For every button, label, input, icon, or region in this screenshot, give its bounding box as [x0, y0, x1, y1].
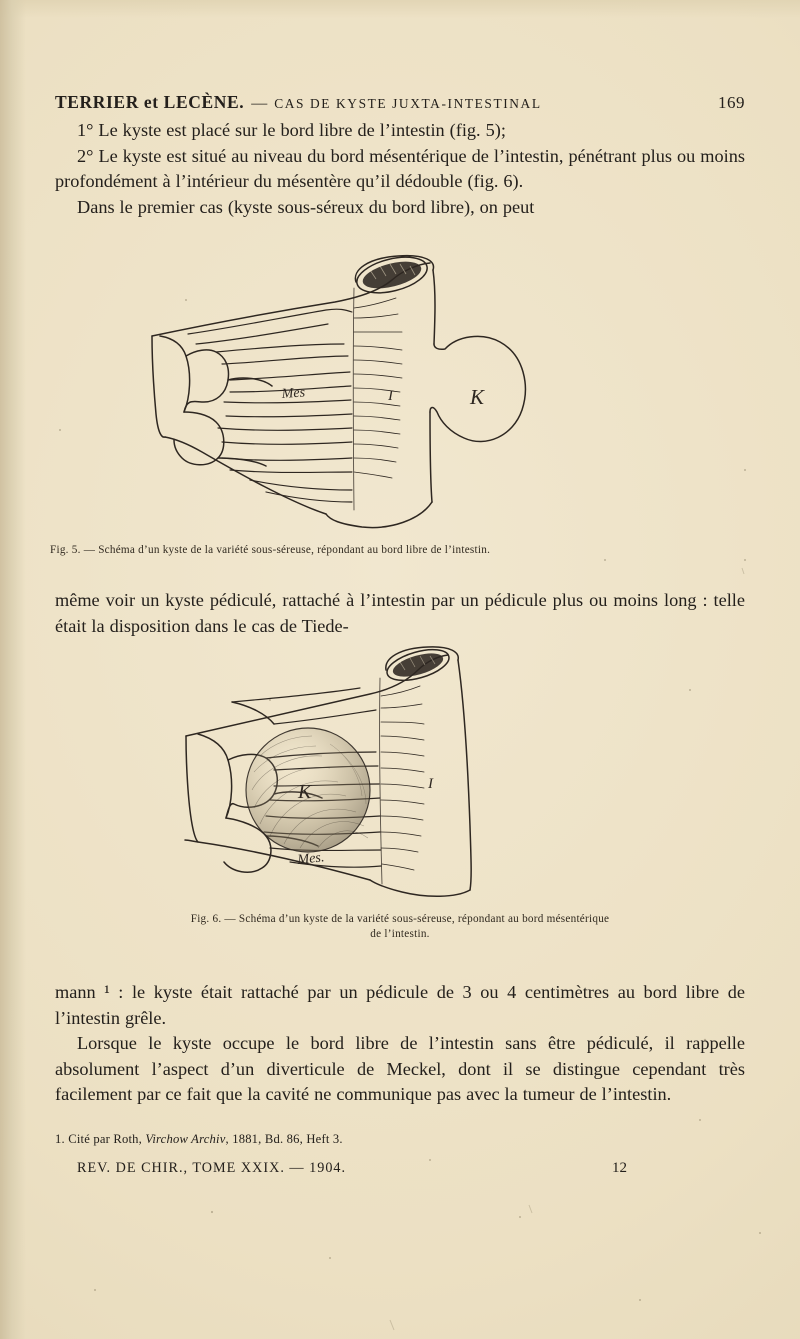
scan-gutter-shadow — [0, 0, 26, 1339]
figure-6-caption-line-1: Fig. 6. — Schéma d’un kyste de la variét… — [190, 913, 610, 925]
body-item-1: 1° Le kyste est placé sur le bord libre … — [77, 120, 506, 140]
body-item-6: Lorsque le kyste occupe le bord libre de… — [55, 1033, 745, 1105]
body-item-2: 2° Le kyste est situé au niveau du bord … — [55, 145, 745, 192]
body-paragraph-block-1: 1° Le kyste est placé sur le bord libre … — [55, 118, 745, 220]
fig6-label-intestine: I — [427, 776, 434, 792]
page-footer: Rev. de chir., tome XXIX. — 1904. 12 — [55, 1160, 767, 1177]
footer-signature-number: 12 — [612, 1160, 627, 1176]
figure-6-caption-line-2: de l’intestin. — [370, 928, 430, 940]
body-item-4: même voir un kyste pédiculé, rattaché à … — [55, 590, 745, 636]
body-paragraph-block-2: même voir un kyste pédiculé, rattaché à … — [55, 588, 745, 639]
footnote-citation-title: Virchow Archiv — [145, 1132, 226, 1146]
intestinal-lumen-fill — [362, 261, 422, 289]
body-item-5: mann ¹ : le kyste était rattaché par un … — [55, 982, 745, 1028]
running-head-title: CAS DE KYSTE JUXTA-INTESTINAL — [274, 96, 542, 111]
running-head: TERRIER et LECÈNE. — CAS DE KYSTE JUXTA-… — [55, 92, 745, 113]
footnote-text-after: , 1881, Bd. 86, Heft 3. — [225, 1132, 343, 1146]
figure-5-illustration: Mes I K — [130, 252, 690, 537]
scan-top-edge-shadow — [0, 0, 800, 18]
intestinal-lumen-fill-6 — [392, 653, 444, 677]
fig5-label-mes: Mes — [280, 385, 306, 402]
fig6-label-cyst: K — [297, 781, 313, 803]
body-item-3: Dans le premier cas (kyste sous-séreux d… — [77, 196, 535, 217]
fig6-label-mes: Mes. — [296, 850, 325, 868]
fig6-cyst-sphere — [245, 727, 371, 853]
footer-journal-line: Rev. de chir., tome XXIX. — 1904. — [77, 1160, 347, 1176]
fig5-label-cyst: K — [469, 385, 485, 409]
running-head-dash: — — [251, 95, 268, 112]
page-number: 169 — [718, 93, 745, 112]
figure-6-caption: Fig. 6. — Schéma d’un kyste de la variét… — [55, 912, 745, 942]
running-head-authors: TERRIER et LECÈNE. — [55, 92, 245, 112]
footnote-number: 1. — [55, 1132, 65, 1146]
figure-5-caption: Fig. 5. — Schéma d’un kyste de la variét… — [50, 544, 491, 556]
footnote: 1. Cité par Roth, Virchow Archiv, 1881, … — [55, 1131, 745, 1148]
footnote-text-before: Cité par Roth, — [68, 1132, 143, 1146]
body-paragraph-block-3: mann ¹ : le kyste était rattaché par un … — [55, 980, 745, 1108]
fig5-label-intestine: I — [387, 388, 394, 404]
figure-6-illustration: K Mes. I — [180, 640, 650, 902]
